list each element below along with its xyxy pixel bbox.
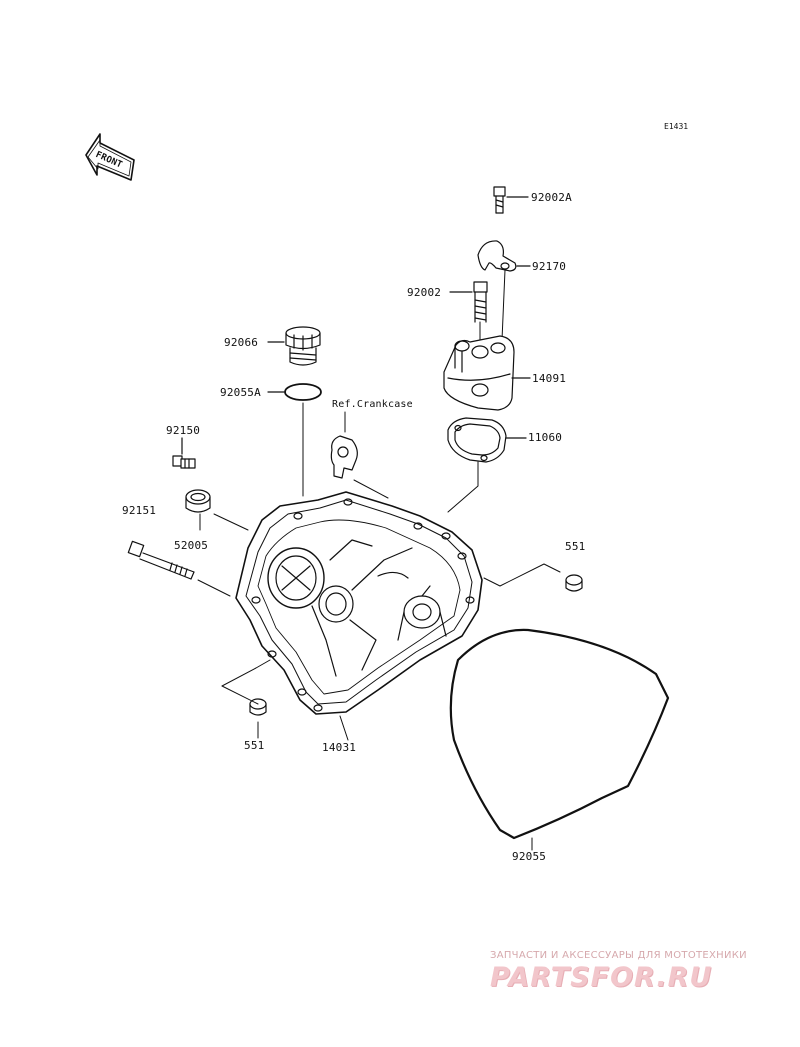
clamp-92170: [477, 240, 531, 341]
part-label-92055: 92055: [512, 850, 547, 863]
dowel-551-right: [483, 563, 583, 592]
part-label-92002: 92002: [407, 286, 442, 299]
bolt-92151: [127, 540, 231, 597]
bolt-92002: [449, 281, 488, 343]
cap-14091: [443, 335, 531, 411]
part-label-92066: 92066: [224, 336, 259, 349]
part-label-92002a: 92002A: [531, 191, 572, 204]
bolt-92150: [172, 437, 196, 469]
watermark-tagline: ЗАПЧАСТИ И АКСЕССУАРЫ ДЛЯ МОТОТЕХНИКИ: [490, 950, 747, 961]
part-label-14031: 14031: [322, 741, 357, 754]
diagram-code: E1431: [664, 122, 689, 131]
gasket-11060: [447, 417, 527, 513]
bush-52005: [185, 489, 249, 531]
plug-92066: [267, 326, 321, 366]
part-label-92151: 92151: [122, 504, 157, 517]
part-label-92150: 92150: [166, 424, 201, 437]
part-label-14091: 14091: [532, 372, 567, 385]
front-arrow-icon: [85, 133, 135, 181]
bolt-92002a: [493, 186, 529, 214]
part-label-551-right: 551: [565, 540, 586, 553]
ref-crankcase-note: Ref.Crankcase: [332, 399, 413, 410]
gasket-92055: [449, 628, 670, 851]
oring-92055a: [267, 383, 322, 497]
part-label-92170: 92170: [532, 260, 567, 273]
part-label-52005: 52005: [174, 539, 209, 552]
clutch-cover-14031: [235, 491, 483, 741]
watermark-logo: PARTSFOR.RU: [490, 962, 713, 993]
crankcase-ref-bracket: [330, 411, 389, 499]
part-label-92055a: 92055A: [220, 386, 261, 399]
part-label-11060: 11060: [528, 431, 563, 444]
part-label-551-left: 551: [244, 739, 265, 752]
dowel-551-left: [221, 659, 271, 739]
